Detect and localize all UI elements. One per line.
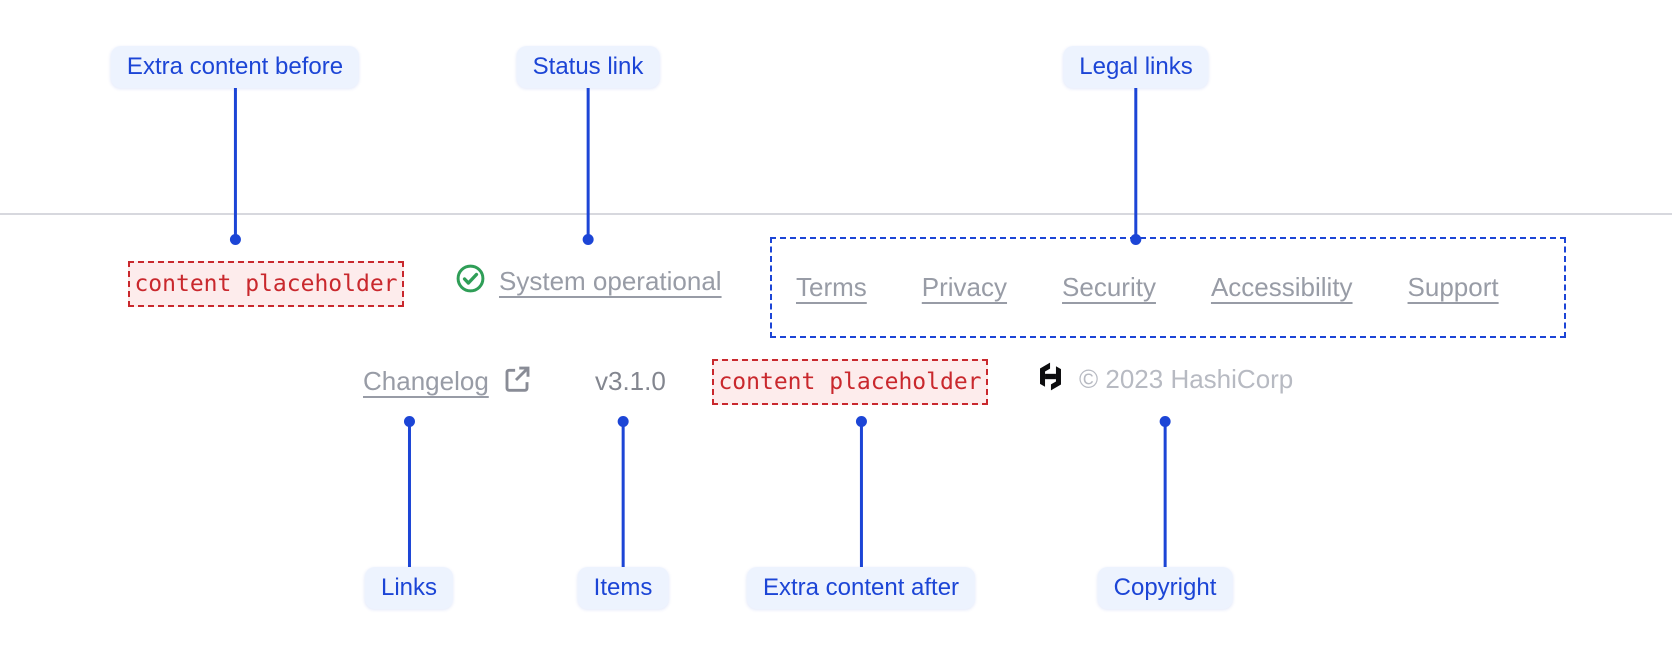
callout-line <box>1163 426 1167 567</box>
hashicorp-logo-icon <box>1037 362 1064 396</box>
changelog-link-label: Changelog <box>363 365 489 396</box>
external-link-icon <box>502 364 532 399</box>
callout-dot <box>229 234 241 245</box>
copyright-label: © 2023 HashiCorp <box>1079 363 1294 394</box>
legal-link-security[interactable]: Security <box>1062 272 1156 302</box>
legal-link-terms[interactable]: Terms <box>796 272 867 302</box>
callout-status-link: Status link <box>516 46 660 245</box>
annotation-label: Links <box>364 567 454 609</box>
callout-links: Links <box>364 416 454 609</box>
callout-items: Items <box>577 416 669 609</box>
callout-dot <box>617 416 629 427</box>
callout-legal-links: Legal links <box>1063 46 1209 245</box>
status-link[interactable]: System operational <box>455 258 722 304</box>
extra-content-before-placeholder: content placeholder <box>128 261 404 307</box>
callout-extra-content-before: Extra content before <box>110 46 360 245</box>
annotation-label: Copyright <box>1097 567 1233 609</box>
legal-link-privacy[interactable]: Privacy <box>921 272 1008 302</box>
legal-links-group: Terms Privacy Security Accessibility Sup… <box>770 237 1566 338</box>
callout-extra-content-after: Extra content after <box>746 416 976 609</box>
callout-copyright: Copyright <box>1097 416 1233 609</box>
callout-dot <box>582 234 594 245</box>
annotation-label: Extra content before <box>110 46 360 88</box>
annotation-label: Items <box>577 567 669 609</box>
annotation-label: Extra content after <box>746 567 976 609</box>
callout-dot <box>403 416 415 427</box>
callout-line <box>859 426 863 567</box>
check-circle-icon <box>455 263 486 299</box>
callout-dot <box>855 416 867 427</box>
annotation-label: Status link <box>516 46 660 88</box>
extra-content-after-placeholder: content placeholder <box>712 359 988 405</box>
changelog-link[interactable]: Changelog <box>363 358 532 404</box>
status-link-label: System operational <box>499 265 722 296</box>
callout-line <box>621 426 625 567</box>
annotation-label: Legal links <box>1063 46 1209 88</box>
version-item: v3.1.0 <box>595 365 666 396</box>
callout-line <box>407 426 411 567</box>
legal-link-accessibility[interactable]: Accessibility <box>1210 272 1353 302</box>
callout-dot <box>1159 416 1171 427</box>
legal-link-support[interactable]: Support <box>1407 272 1499 302</box>
footer-top-divider <box>0 213 1672 215</box>
copyright-group: © 2023 HashiCorp <box>1037 356 1293 402</box>
